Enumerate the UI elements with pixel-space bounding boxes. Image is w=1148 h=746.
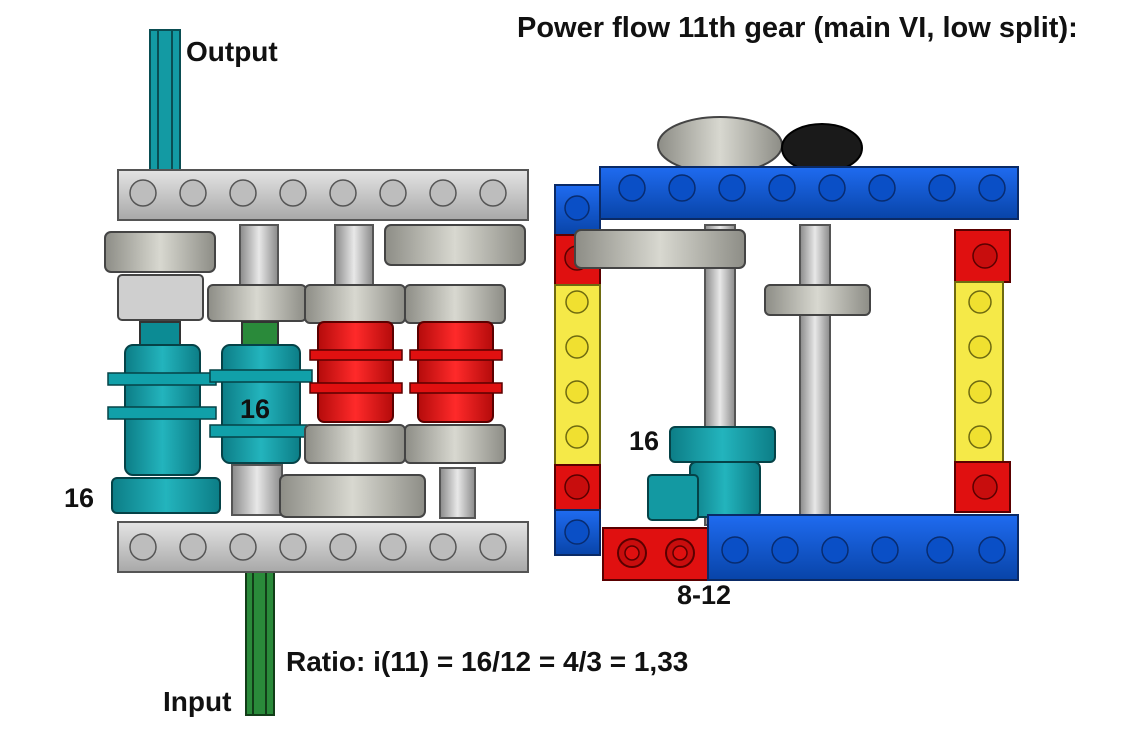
left-top-beam bbox=[117, 169, 529, 221]
left-bottom-beam bbox=[117, 521, 529, 573]
left-bottom-gears bbox=[279, 474, 426, 518]
ratio-text: Ratio: i(11) = 16/12 = 4/3 = 1,33 bbox=[286, 646, 689, 677]
right-right-post bbox=[954, 229, 1011, 513]
input-shaft bbox=[245, 569, 275, 716]
right-bottom-beam bbox=[602, 514, 1019, 581]
output-gear-stack bbox=[104, 231, 221, 514]
input-label: Input bbox=[163, 686, 232, 717]
input-gear-stack bbox=[207, 224, 313, 516]
gear-8-12-label: 8-12 bbox=[677, 580, 732, 610]
output-shaft bbox=[149, 29, 181, 176]
gear-16-center-label: 16 bbox=[240, 394, 271, 424]
diagram-title: Power flow 11th gear (main VI, low split… bbox=[517, 12, 1078, 44]
output-label: Output bbox=[186, 36, 278, 67]
gear-16-left-label: 16 bbox=[64, 483, 95, 513]
split-gears bbox=[647, 426, 776, 521]
right-top-beam bbox=[599, 166, 1019, 220]
top-gear-cluster bbox=[657, 116, 863, 174]
red-sleeve-2 bbox=[384, 224, 526, 519]
gear-16-right-label: 16 bbox=[629, 426, 660, 456]
